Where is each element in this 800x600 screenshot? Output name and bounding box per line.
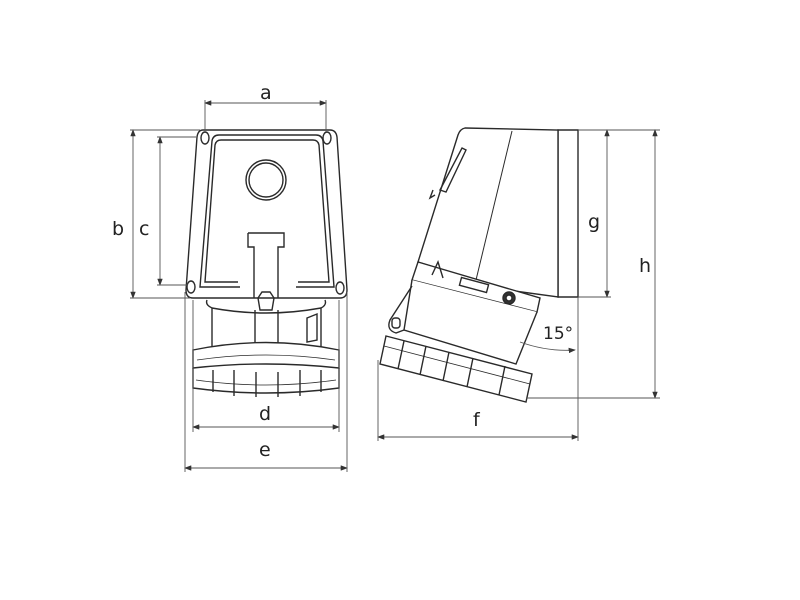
dimension-label-a: a xyxy=(260,82,272,104)
dimension-label-e: e xyxy=(259,439,271,461)
dimension-label-h: h xyxy=(639,255,652,277)
side-dimensions xyxy=(377,129,660,441)
front-dimensions xyxy=(130,100,348,472)
dimension-label-b: b xyxy=(112,218,125,240)
front-view xyxy=(185,129,348,397)
dimension-label-g: g xyxy=(588,211,601,233)
dimension-label-c: c xyxy=(139,218,150,240)
dimension-label-f: f xyxy=(473,409,480,431)
angle-label: 15° xyxy=(543,324,574,344)
side-view xyxy=(379,127,579,403)
dimension-label-d: d xyxy=(259,403,272,425)
